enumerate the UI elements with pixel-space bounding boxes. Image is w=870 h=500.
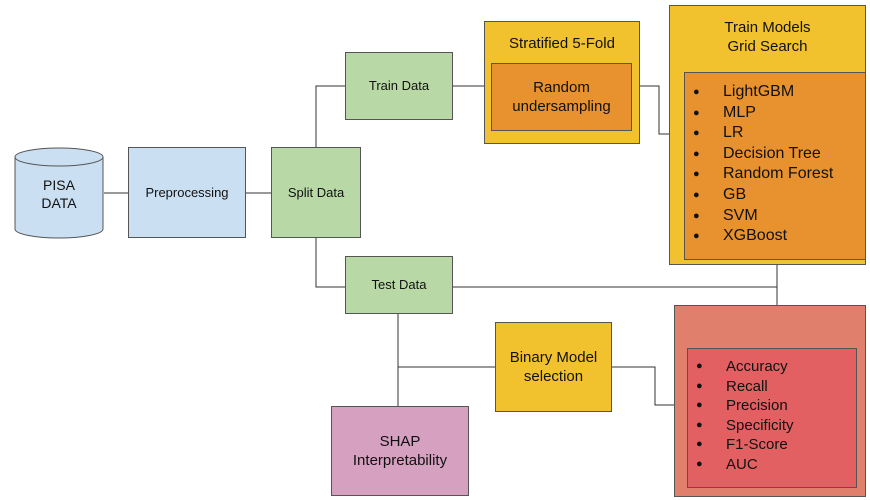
edge-binary-evaluation xyxy=(612,366,686,406)
train-data-box: Train Data xyxy=(345,52,453,120)
undersampling-box: Random undersampling xyxy=(491,63,632,131)
database-cylinder xyxy=(14,147,104,239)
train-data-label: Train Data xyxy=(368,78,430,93)
model-item: Random Forest xyxy=(685,164,833,185)
model-item: LightGBM xyxy=(685,82,833,103)
model-item: LR xyxy=(685,123,833,144)
undersampling-label: Random undersampling xyxy=(512,79,611,115)
split-data-label: Split Data xyxy=(287,184,345,200)
split-data-box: Split Data xyxy=(271,147,361,238)
models-panel: LightGBM MLP LR Decision Tree Random For… xyxy=(684,72,866,260)
edge-split-test xyxy=(315,238,345,288)
model-item: Decision Tree xyxy=(685,144,833,165)
metric-item: Recall xyxy=(688,377,794,397)
binary-model-label: Binary Model selection xyxy=(509,349,598,385)
test-data-box: Test Data xyxy=(345,256,453,314)
evaluation-container: Accuracy Recall Precision Specificity F1… xyxy=(674,305,866,497)
shap-box: SHAP Interpretability xyxy=(331,406,469,496)
edge-split-train xyxy=(315,85,345,147)
test-data-label: Test Data xyxy=(371,277,427,292)
models-list: LightGBM MLP LR Decision Tree Random For… xyxy=(685,82,833,247)
metrics-panel: Accuracy Recall Precision Specificity F1… xyxy=(687,348,857,488)
metric-item: F1-Score xyxy=(688,435,794,455)
model-item: SVM xyxy=(685,206,833,227)
train-models-container: Train Models Grid Search LightGBM MLP LR… xyxy=(669,5,866,265)
preprocessing-box: Preprocessing xyxy=(128,147,246,238)
binary-model-box: Binary Model selection xyxy=(495,322,612,412)
model-item: GB xyxy=(685,185,833,206)
metric-item: Accuracy xyxy=(688,357,794,377)
stratified-container: Stratified 5-Fold Random undersampling xyxy=(484,21,640,144)
stratified-label: Stratified 5-Fold xyxy=(509,35,615,52)
metrics-list: Accuracy Recall Precision Specificity F1… xyxy=(688,357,794,475)
model-item: MLP xyxy=(685,103,833,124)
metric-item: Specificity xyxy=(688,416,794,436)
metric-item: AUC xyxy=(688,455,794,475)
metric-item: Precision xyxy=(688,396,794,416)
pisa-data-label: PISA DATA xyxy=(41,177,77,211)
preprocessing-label: Preprocessing xyxy=(145,184,229,200)
model-item: XGBoost xyxy=(685,226,833,247)
shap-label: SHAP Interpretability xyxy=(352,433,448,469)
train-models-title: Train Models Grid Search xyxy=(724,19,811,55)
